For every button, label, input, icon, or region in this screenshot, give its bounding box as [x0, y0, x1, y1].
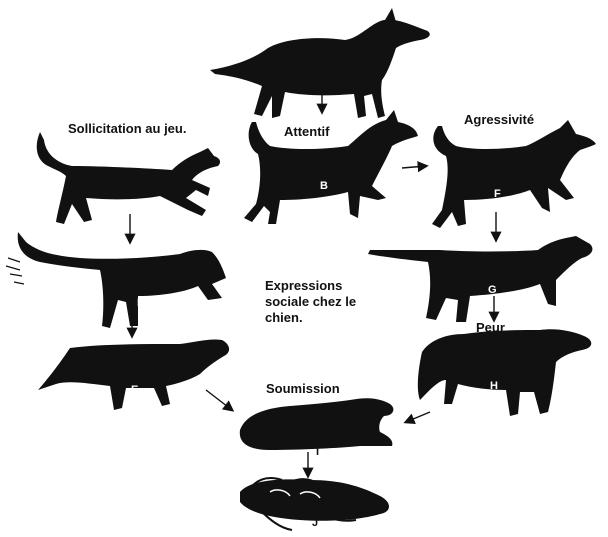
dog-d-play-bow: [6, 232, 226, 328]
label-peur: Peur: [476, 320, 505, 336]
label-attentif: Attentif: [284, 124, 330, 140]
pose-letter-h: H: [490, 380, 498, 392]
pose-letter-a: A: [330, 79, 338, 91]
pose-letter-j: J: [312, 517, 318, 529]
pose-letter-b: B: [320, 180, 328, 192]
pose-letter-d: D: [137, 297, 145, 309]
dog-e-play-lowered: [38, 339, 229, 410]
label-agressivite: Agressivité: [464, 112, 534, 128]
pose-letter-g: G: [488, 284, 497, 296]
label-expressions: Expressions sociale chez le chien.: [265, 278, 375, 326]
dog-b-attentif: [244, 110, 418, 224]
dog-a-neutral: [210, 8, 430, 118]
pose-letter-c: C: [127, 199, 135, 211]
pose-letter-i: I: [316, 446, 319, 458]
dog-f-agressivite: [432, 120, 596, 228]
label-sollicitation: Sollicitation au jeu.: [68, 121, 188, 137]
dog-g-agressivite-crouched: [368, 236, 592, 322]
pose-letter-f: F: [494, 188, 501, 200]
dog-i-soumission-lying: [240, 398, 394, 450]
label-soumission: Soumission: [266, 381, 340, 397]
dog-h-peur: [418, 329, 591, 416]
pose-letter-e: E: [131, 384, 138, 396]
